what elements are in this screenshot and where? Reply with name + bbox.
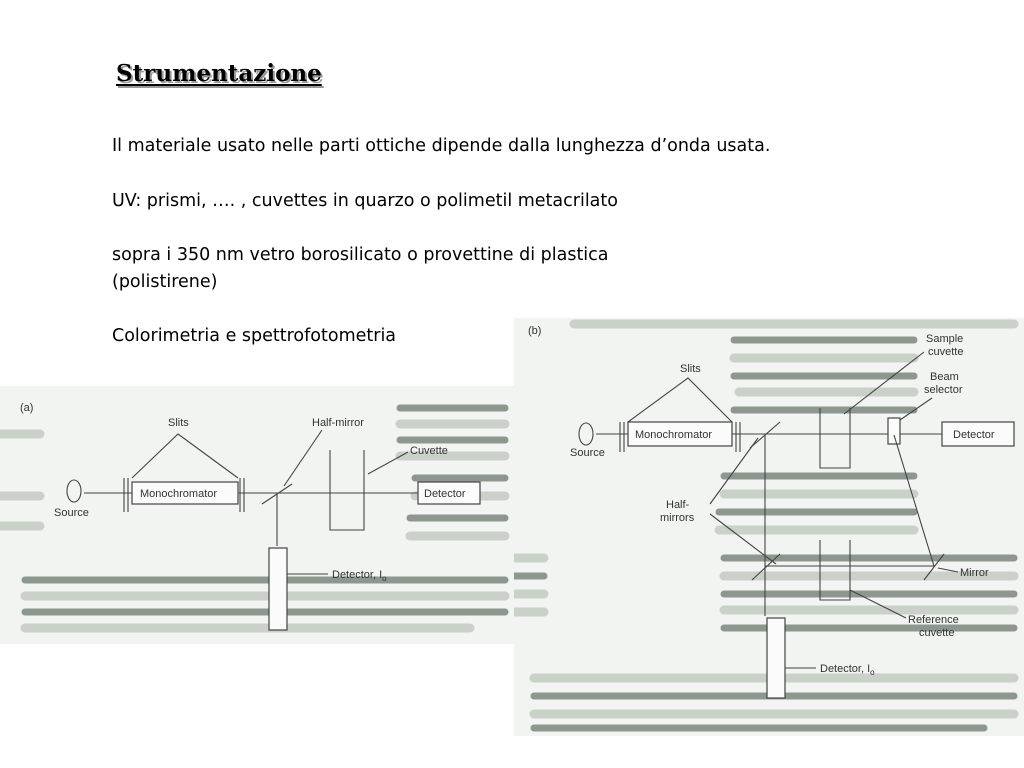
slide-title: Strumentazione: [116, 60, 322, 87]
figure-b-panel-label: (b): [528, 325, 541, 337]
figure-a-cuvette-shape: [329, 450, 365, 531]
svg-text:Detector, Io: Detector, Io: [332, 569, 387, 583]
figure-a-reference-detector-subscript: o: [382, 574, 387, 583]
svg-text:Detector, Io: Detector, Io: [820, 663, 875, 677]
figure-a-source-label: Source: [54, 507, 89, 519]
figure-b-reference-detector-box: [766, 617, 786, 699]
half-mirror-bottom-icon: [751, 553, 781, 581]
text-line-1: Il materiale usato nelle parti ottiche d…: [112, 136, 771, 156]
figure-a-reference-detector-box: [268, 547, 288, 631]
figure-b-reference-cuvette-label-2: cuvette: [919, 627, 954, 639]
figure-b-mirror-label: Mirror: [960, 567, 989, 579]
figure-b-half-mirrors-label-1: Half-: [666, 499, 690, 511]
figure-a-diagram: (a) Slits Half-mirror Cuvette Source Mon…: [20, 402, 481, 631]
figure-b-half-mirrors-label-2: mirrors: [660, 512, 695, 524]
figure-b-reference-cuvette-shape: [819, 540, 851, 601]
figure-b-sample-cuvette-label-2: cuvette: [928, 346, 963, 358]
figure-a-panel-label: (a): [20, 402, 33, 414]
figure-b-sample-cuvette-label-1: Sample: [926, 333, 963, 345]
figure-a-slits-label: Slits: [168, 417, 189, 429]
figure-b-detector-label: Detector: [953, 429, 995, 441]
text-line-2: UV: prismi, …. , cuvettes in quarzo o po…: [112, 191, 618, 211]
figure-b-diagram: (b) Slits Sample cuvette Beam selector S…: [528, 325, 1015, 699]
figure-b-double-beam: (b) Slits Sample cuvette Beam selector S…: [514, 318, 1024, 736]
text-line-4: (polistirene): [112, 272, 218, 292]
figure-a-monochromator-box: [131, 481, 239, 505]
figure-b-reference-detector-label: Detector, I: [820, 663, 870, 675]
figure-b-beam-selector-label-1: Beam: [930, 371, 959, 383]
figure-b-monochromator-label: Monochromator: [635, 429, 712, 441]
figure-a-detector-label: Detector: [424, 488, 466, 500]
text-line-3: sopra i 350 nm vetro borosilicato o prov…: [112, 245, 609, 265]
figure-a-monochromator-label: Monochromator: [140, 488, 217, 500]
figure-a-detector-box: [417, 481, 481, 505]
figure-a-single-beam: (a) Slits Half-mirror Cuvette Source Mon…: [0, 386, 514, 644]
source-lamp-icon: [578, 422, 594, 446]
figure-b-detector-box: [941, 421, 1015, 447]
mirror-icon: [923, 553, 945, 581]
figure-b-source-label: Source: [570, 447, 605, 459]
figure-b-background-scan: [514, 319, 1019, 732]
figure-a-cuvette-label: Cuvette: [410, 445, 448, 457]
figure-b-slits-label: Slits: [680, 363, 701, 375]
figure-b-reference-cuvette-label-1: Reference: [908, 614, 959, 626]
source-lamp-icon: [66, 479, 82, 503]
figure-a-reference-detector-label: Detector, I: [332, 569, 382, 581]
figure-b-beam-selector-label-2: selector: [924, 384, 963, 396]
figure-b-sample-cuvette-shape: [819, 408, 851, 469]
figure-b-monochromator-box: [627, 421, 733, 447]
figure-a-half-mirror-label: Half-mirror: [312, 417, 364, 429]
figure-b-beam-selector-box: [887, 417, 901, 445]
text-line-5: Colorimetria e spettrofotometria: [112, 326, 397, 346]
figure-b-reference-detector-subscript: o: [870, 668, 875, 677]
